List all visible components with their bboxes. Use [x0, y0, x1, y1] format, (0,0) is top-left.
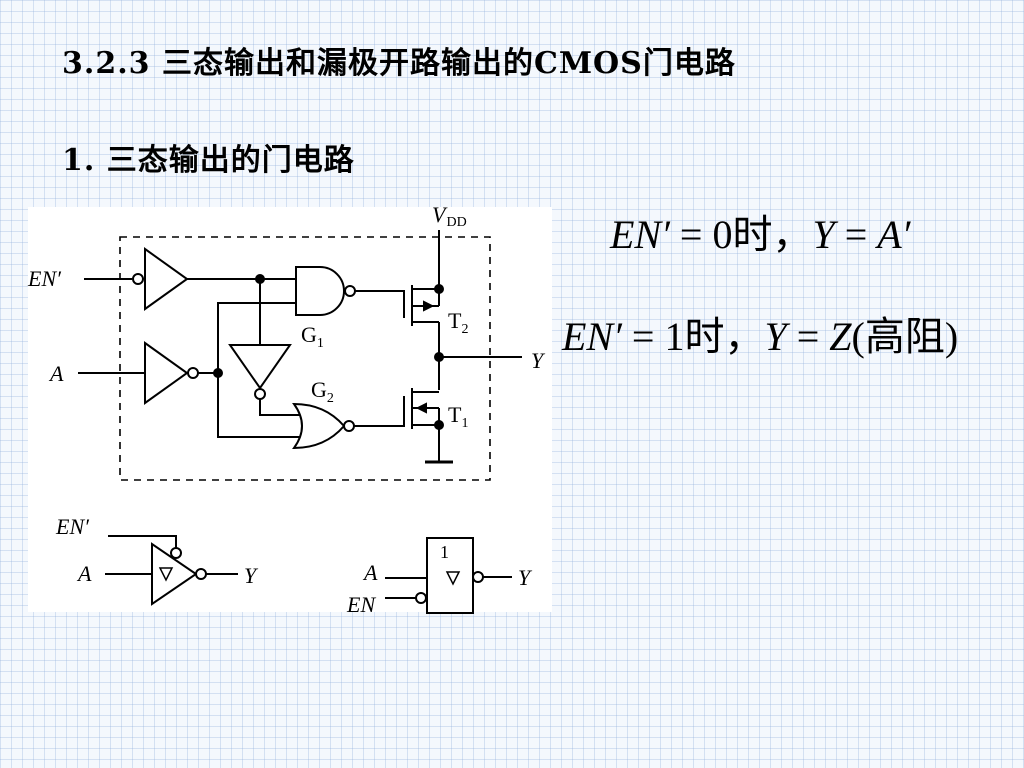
sym1-a-label: A [76, 561, 92, 586]
g1-nand-gate [295, 266, 345, 316]
g2-label: G2 [311, 377, 334, 406]
sym2-en-bubble [415, 592, 427, 604]
a-input-label: A [48, 361, 64, 386]
sym1-en-bubble [170, 547, 182, 559]
eq2-y: Y [764, 314, 787, 359]
t2-label: T2 [448, 308, 468, 337]
eq1-op2: = [834, 212, 878, 257]
eq2-val: 1 [664, 314, 685, 359]
g2-nor-gate [292, 402, 346, 450]
eq2-cond: 时， [684, 314, 765, 359]
equation-en0: EN′ = 0时，Y = A′ [610, 202, 910, 260]
sym1-en-label: EN′ [55, 514, 90, 539]
eq1-cond: 时， [732, 212, 813, 257]
sym1-triangle [151, 542, 198, 606]
en-inverter-bubble [254, 388, 266, 400]
sym2-gate-label: 1 [440, 542, 449, 562]
eq1-op1: = [669, 212, 713, 257]
eq2-rhs: Z [829, 314, 852, 359]
eq1-lhs: EN′ [610, 212, 670, 257]
a-inverter [144, 341, 189, 405]
sym1-wire-en [108, 535, 177, 548]
en-buffer [144, 247, 189, 311]
wire-g2-to-t1 [354, 410, 405, 427]
eq1-val: 0 [712, 212, 733, 257]
sym2-out-bubble [472, 571, 484, 583]
wire-inv-to-g2 [259, 399, 300, 416]
g1-label: G1 [301, 322, 324, 351]
eq1-rhs: A′ [877, 212, 911, 257]
output-label: Y [531, 348, 546, 373]
page-title: 3.2.3 三态输出和漏极开路输出的CMOS门电路 [62, 46, 736, 81]
wire-a-to-g1 [217, 302, 296, 373]
sym1-y-label: Y [244, 563, 259, 588]
sym1-out-bubble [195, 568, 207, 580]
equation-en1: EN′ = 1时，Y = Z(高阻) [562, 304, 958, 362]
eq2-op1: = [621, 314, 665, 359]
a-invert-bubble [187, 367, 199, 379]
sym2-y-label: Y [518, 565, 533, 590]
t1-arrow [415, 402, 427, 414]
t2-arrow [423, 300, 435, 312]
wire-a-to-g2 [217, 373, 300, 438]
sym2-en-label: EN [346, 592, 376, 617]
g1-bubble [344, 285, 356, 297]
en-input-label: EN′ [27, 266, 62, 291]
sym2-a-label: A [362, 560, 378, 585]
eq2-note: (高阻) [851, 314, 959, 359]
eq2-op2: = [786, 314, 830, 359]
g2-bubble [343, 420, 355, 432]
sym1-tristate-mark [158, 567, 174, 582]
t1-label: T1 [448, 402, 468, 431]
en-invert-bubble [132, 273, 144, 285]
vdd-label: VDD [432, 202, 467, 230]
en-inverter [228, 344, 292, 390]
eq2-lhs: EN′ [562, 314, 622, 359]
sym2-tristate-mark [445, 571, 461, 586]
enclosure-dashed [119, 236, 491, 481]
section-title: 1. 三态输出的门电路 [62, 143, 355, 178]
eq1-y: Y [812, 212, 835, 257]
wire-g1-to-t2 [355, 290, 405, 315]
